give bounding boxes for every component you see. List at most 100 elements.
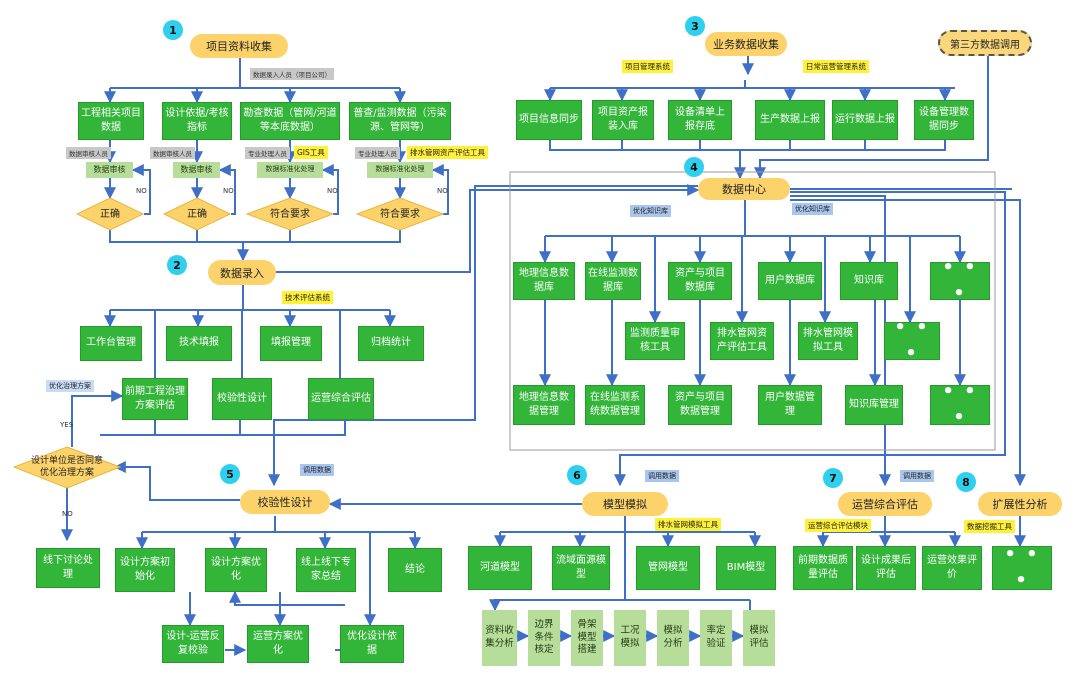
box-design-optimize: 设计方案优化 — [205, 548, 267, 592]
box-design-init: 设计方案初始化 — [115, 548, 175, 592]
extensibility-pill: 扩展性分析 — [978, 492, 1062, 516]
mgmt-knowledge: 知识库管理 — [845, 385, 903, 425]
box-census-data: 普查/监测数据（污染源、管网等） — [349, 102, 451, 140]
box-equipment-sync: 设备管理数据同步 — [914, 100, 974, 140]
call-data-tag-6: 调用数据 — [645, 470, 679, 482]
tech-eval-system-tag: 技术评估系统 — [282, 291, 333, 304]
no-label-4: NO — [437, 187, 448, 195]
db-geo: 地理信息数据库 — [513, 262, 575, 300]
third-party-pill: 第三方数据调用 — [938, 30, 1032, 56]
no-label-2: NO — [223, 187, 234, 195]
network-sim-tool-tag: 排水管网模拟工具 — [655, 518, 721, 531]
step-sim-analysis: 模拟分析 — [657, 610, 689, 666]
staff-tag-3: 专业处理人员 — [245, 147, 290, 159]
tool-asset-eval: 排水管网资产评估工具 — [710, 322, 774, 360]
decision-correct-1: 正确 — [100, 208, 120, 220]
yes-label: YES — [60, 421, 74, 429]
tool-network-sim: 排水管网模拟工具 — [798, 322, 858, 360]
step-data-analysis: 资料收集分析 — [482, 610, 517, 666]
collector-tag: 数据录入人员（项目公司） — [250, 68, 334, 80]
model-bim: BIM模型 — [716, 546, 776, 590]
model-network: 管网模型 — [636, 546, 700, 590]
box-optimize-basis: 优化设计依据 — [340, 625, 404, 663]
box-design-basis: 设计依据/考核指标 — [162, 102, 232, 140]
staff-tag-2: 数据审核人员 — [150, 147, 195, 159]
project-data-collection-pill: 项目资料收集 — [190, 34, 288, 58]
step-number-8: 8 — [956, 472, 976, 492]
box-expert-summary: 线上线下专家总结 — [296, 548, 356, 592]
mgmt-geo: 地理信息数据管理 — [513, 385, 575, 425]
staff-tag-1: 数据审核人员 — [66, 147, 111, 159]
project-mgmt-tag: 项目管理系统 — [622, 60, 673, 73]
decision-design-agree: 设计单位是否同意优化治理方案 — [30, 455, 103, 478]
box-fill-management: 填报管理 — [260, 326, 322, 361]
mgmt-asset-project: 资产与项目数据管理 — [668, 385, 732, 425]
box-design-ops-verify: 设计-运营反复校验 — [162, 625, 224, 663]
step-boundary-check: 边界条件核定 — [528, 610, 560, 666]
box-design-post-eval: 设计成果后评估 — [856, 546, 916, 590]
step-number-3: 3 — [685, 16, 705, 36]
box-ops-eval: 运营综合评估 — [308, 378, 374, 420]
ops-eval-pill: 运营综合评估 — [838, 492, 932, 516]
gis-tool-tag: GIS工具 — [294, 146, 328, 159]
tool-more: • • • — [884, 317, 940, 364]
decision-meets-2: 符合要求 — [380, 208, 420, 220]
step-sim-eval: 模拟评估 — [743, 610, 775, 666]
box-conclusion: 结论 — [388, 548, 442, 592]
box-ops-effect: 运营效果评价 — [922, 546, 982, 590]
step-number-1: 1 — [163, 20, 183, 40]
box-tech-fill: 技术填报 — [166, 326, 232, 361]
box-workbench: 工作台管理 — [80, 326, 142, 361]
business-data-pill: 业务数据收集 — [705, 32, 787, 56]
data-entry-pill: 数据录入 — [208, 260, 276, 285]
step-number-2: 2 — [167, 255, 187, 275]
optimize-plan-tag: 优化治理方案 — [46, 380, 94, 392]
box-survey-data: 勘查数据（管网/河道等本底数据） — [240, 102, 340, 140]
call-data-tag-7: 调用数据 — [900, 470, 934, 482]
db-online-monitor: 在线监测数据库 — [585, 262, 641, 300]
box-ops-report: 运行数据上报 — [832, 100, 898, 140]
decision-meets-1: 符合要求 — [270, 208, 310, 220]
step-number-6: 6 — [567, 465, 587, 485]
staff-tag-4: 专业处理人员 — [355, 147, 400, 159]
box-ops-optimize: 运营方案优化 — [247, 625, 309, 663]
data-review-1: 数据审核 — [86, 162, 133, 178]
data-center-pill: 数据中心 — [698, 178, 790, 200]
standardize-2: 数据标准化处理 — [367, 162, 433, 178]
tool-monitor-quality: 监测质量审核工具 — [625, 322, 685, 360]
mgmt-user: 用户数据管理 — [758, 385, 822, 425]
knowledge-tag-left: 优化知识库 — [630, 205, 671, 217]
db-more: • • • — [930, 257, 990, 304]
model-river: 河道模型 — [468, 546, 532, 590]
model-watershed: 流域面源模型 — [552, 546, 610, 590]
standardize-1: 数据标准化处理 — [257, 162, 323, 178]
mgmt-online-monitor: 在线监测系统数据管理 — [585, 385, 645, 425]
no-label-1: NO — [136, 187, 147, 195]
no-label-3: NO — [327, 187, 338, 195]
box-early-data-quality: 前期数据质量评估 — [793, 546, 853, 590]
step-number-7: 7 — [823, 468, 843, 488]
ops-eval-module-tag: 运营综合评估模块 — [805, 519, 871, 532]
verify-design-pill: 校验性设计 — [240, 490, 330, 514]
db-asset-project: 资产与项目数据库 — [668, 262, 732, 300]
step-number-4: 4 — [684, 157, 704, 177]
step-condition-sim: 工况模拟 — [614, 610, 646, 666]
box-equipment-list: 设备清单上报存底 — [668, 100, 732, 140]
daily-ops-tag: 日常运营管理系统 — [803, 60, 869, 73]
db-knowledge: 知识库 — [840, 262, 898, 300]
no-label-5: NO — [62, 510, 73, 518]
decision-correct-2: 正确 — [187, 208, 207, 220]
step-number-5: 5 — [220, 464, 240, 484]
knowledge-tag-right: 优化知识库 — [792, 203, 833, 215]
step-skeleton-build: 骨架模型搭建 — [571, 610, 603, 666]
box-archive-stats: 归档统计 — [358, 326, 424, 361]
box-early-eval: 前期工程治理方案评估 — [122, 378, 188, 420]
box-engineering-data: 工程相关项目数据 — [78, 102, 144, 140]
db-user: 用户数据库 — [758, 262, 822, 300]
call-data-tag-5: 调用数据 — [300, 464, 334, 476]
box-asset-install: 项目资产报装入库 — [592, 100, 654, 140]
box-offline-discuss: 线下讨论处理 — [36, 548, 100, 588]
box-project-sync: 项目信息同步 — [516, 100, 582, 140]
data-mining-tag: 数据挖掘工具 — [964, 520, 1015, 533]
